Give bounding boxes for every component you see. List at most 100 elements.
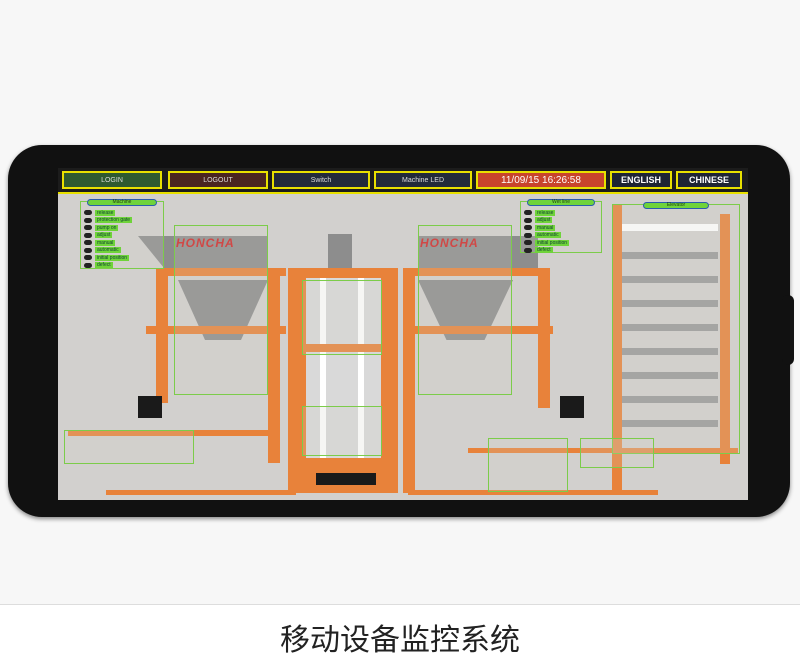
press-top-cylinder <box>328 234 352 268</box>
frame <box>146 326 286 334</box>
status-label: automatic <box>95 247 121 254</box>
status-label: protection gate <box>95 217 133 224</box>
frame <box>268 268 280 463</box>
status-label: pump on <box>95 224 119 231</box>
press-control <box>316 473 376 485</box>
status-label: release <box>95 209 116 216</box>
switch-button[interactable]: Switch <box>272 171 370 189</box>
elevator-slat <box>622 252 718 259</box>
status-indicator-icon <box>524 210 532 216</box>
press-column <box>320 278 326 458</box>
divider <box>0 604 800 605</box>
frame <box>403 326 553 334</box>
elevator-rail <box>720 214 730 464</box>
status-indicator-icon <box>84 210 92 216</box>
status-row: initial position <box>84 254 163 262</box>
status-label: manual <box>95 239 116 246</box>
top-bar: LOGIN LOGOUT Switch Machine LED 11/09/15… <box>58 168 748 194</box>
conveyor <box>468 448 738 453</box>
brand-logo-left: HONCHA <box>176 236 235 250</box>
status-label: adjust <box>95 232 113 239</box>
status-indicator-icon <box>84 262 92 268</box>
logout-button[interactable]: LOGOUT <box>168 171 268 189</box>
press-column <box>358 278 364 458</box>
status-row: manual <box>84 239 163 247</box>
elevator-slat <box>622 300 718 307</box>
frame <box>538 268 550 408</box>
output-panel <box>580 438 654 468</box>
press-upper-panel <box>302 280 382 355</box>
status-indicator-icon <box>524 232 532 238</box>
status-indicator-icon <box>84 247 92 253</box>
status-row: automatic <box>524 232 601 240</box>
elevator-rail <box>612 204 622 494</box>
status-label: automatic <box>535 232 561 239</box>
status-row: release <box>84 209 163 217</box>
output-panel <box>488 438 568 492</box>
elevator <box>612 204 732 494</box>
status-indicator-icon <box>84 232 92 238</box>
status-label: adjust <box>535 217 553 224</box>
elevator-slat <box>622 420 718 427</box>
status-row: adjust <box>84 232 163 240</box>
left-hopper-panel <box>174 225 268 395</box>
status-label: release <box>535 209 556 216</box>
machine-led-button[interactable]: Machine LED <box>374 171 472 189</box>
status-row: pump on <box>84 224 163 232</box>
press-mould <box>306 278 381 458</box>
caption: 移动设备监控系统 <box>280 623 520 658</box>
status-indicator-icon <box>84 217 92 223</box>
status-indicator-icon <box>524 217 532 223</box>
login-button[interactable]: LOGIN <box>62 171 162 189</box>
frame <box>403 268 543 276</box>
status-label: defect <box>535 247 553 254</box>
elevator-slat <box>622 372 718 379</box>
status-row: automatic <box>84 247 163 255</box>
status-indicator-icon <box>84 255 92 261</box>
wet-line-panel-title: Wet line <box>527 199 595 206</box>
press-lower-panel <box>302 406 382 456</box>
elevator-slat <box>622 396 718 403</box>
status-label: manual <box>535 224 556 231</box>
status-row: initial position <box>524 239 601 247</box>
status-row: manual <box>524 224 601 232</box>
conveyor <box>106 490 296 495</box>
elevator-slat <box>622 324 718 331</box>
datetime-display: 11/09/15 16:26:58 <box>476 171 606 189</box>
phone-side-notch <box>782 295 794 365</box>
pallet-panel <box>64 430 194 464</box>
status-label: initial position <box>95 254 130 261</box>
status-indicator-icon <box>84 240 92 246</box>
press-beam <box>306 344 381 352</box>
right-hopper-panel <box>418 225 512 395</box>
control-box <box>560 396 584 418</box>
conveyor <box>68 430 268 436</box>
status-row: adjust <box>524 217 601 225</box>
status-label: defect <box>95 262 113 269</box>
status-row: defect <box>524 247 601 255</box>
status-row: protection gate <box>84 217 163 225</box>
status-label: initial position <box>535 239 570 246</box>
hmi-screen: LOGIN LOGOUT Switch Machine LED 11/09/15… <box>58 168 748 500</box>
status-indicator-icon <box>524 225 532 231</box>
conveyor <box>408 490 658 495</box>
status-row: defect <box>84 262 163 270</box>
chinese-button[interactable]: CHINESE <box>676 171 742 189</box>
status-indicator-icon <box>524 240 532 246</box>
status-indicator-icon <box>524 247 532 253</box>
status-row: release <box>524 209 601 217</box>
english-button[interactable]: ENGLISH <box>610 171 672 189</box>
brand-logo-right: HONCHA <box>420 236 479 250</box>
frame <box>403 268 415 493</box>
control-box <box>138 396 162 418</box>
elevator-panel: Elevator <box>612 202 740 454</box>
elevator-panel-title: Elevator <box>643 202 709 209</box>
frame <box>156 268 286 276</box>
status-indicator-icon <box>84 225 92 231</box>
frame <box>156 268 168 403</box>
elevator-slat <box>622 348 718 355</box>
elevator-slat <box>622 276 718 283</box>
elevator-slat <box>622 224 718 231</box>
